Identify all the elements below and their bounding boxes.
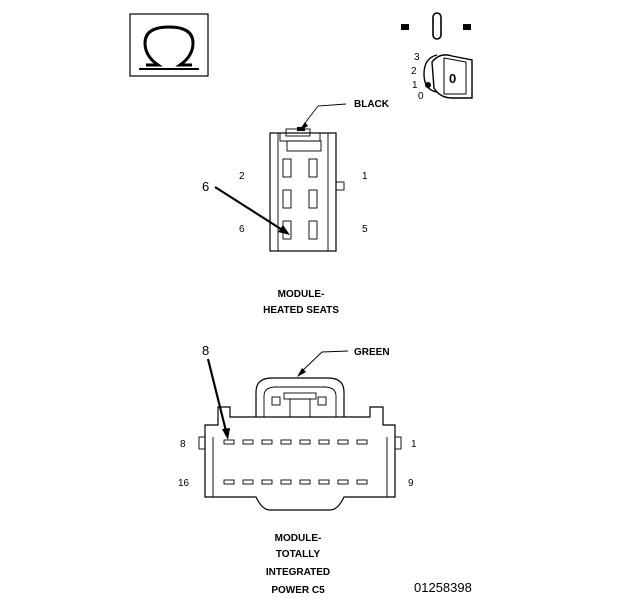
tipm-title-line4: POWER C5 — [271, 585, 325, 596]
heated-seats-connector — [214, 103, 347, 252]
tipm-pin-16-label: 16 — [178, 478, 190, 489]
ignition-position-2: 2 — [411, 66, 417, 77]
heated-seats-pin-5-label: 5 — [362, 224, 368, 235]
heated-seats-title-line1: MODULE- — [278, 289, 325, 300]
ohm-meter-icon — [129, 13, 209, 77]
ignition-position-3: 3 — [414, 52, 420, 63]
heated-seats-pin-1-label: 1 — [362, 171, 368, 182]
figure-id: 01258398 — [414, 580, 472, 595]
tipm-title-line3: INTEGRATED — [266, 567, 330, 578]
heated-seats-title-line2: HEATED SEATS — [263, 305, 339, 316]
tipm-color-label: GREEN — [354, 347, 390, 358]
tipm-pin-9-label: 9 — [408, 478, 414, 489]
tipm-title-line1: MODULE- — [275, 533, 322, 544]
heated-seats-color-label: BLACK — [354, 99, 390, 110]
ignition-key-icon: 3 2 1 0 0 — [401, 12, 473, 102]
tipm-callout-pin: 8 — [202, 343, 209, 358]
tipm-pin-1-label: 1 — [411, 439, 417, 450]
tipm-pin-8-label: 8 — [180, 439, 186, 450]
ignition-position-0: 0 — [418, 91, 424, 102]
heated-seats-pin-6-label: 6 — [239, 224, 245, 235]
heated-seats-callout-pin: 6 — [202, 179, 209, 194]
ignition-key-label: 0 — [449, 71, 456, 86]
tipm-title-line2: TOTALLY — [276, 549, 321, 560]
ignition-position-1: 1 — [412, 80, 418, 91]
tipm-c5-connector — [198, 350, 402, 511]
heated-seats-pin-2-label: 2 — [239, 171, 245, 182]
